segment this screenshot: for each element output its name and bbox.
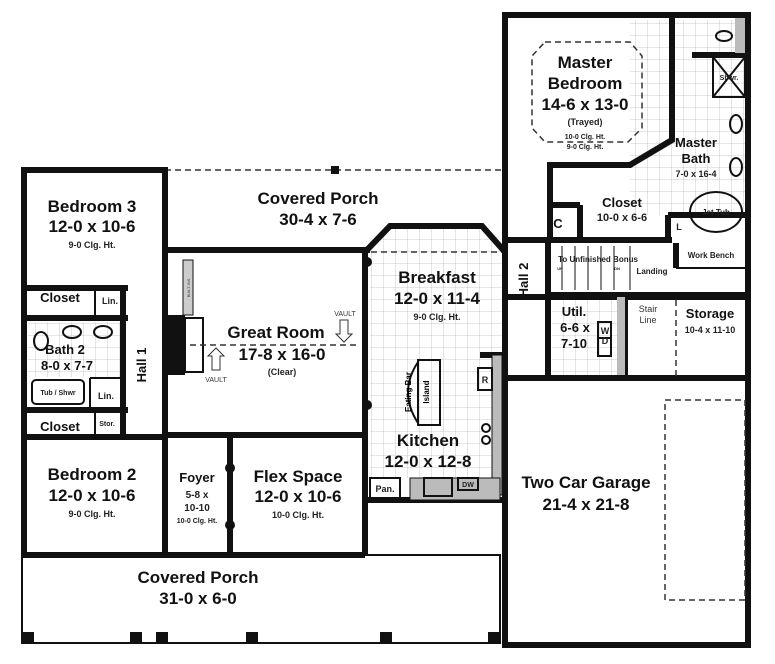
linen-top-label: Lin. xyxy=(102,296,118,306)
foyer-ceiling: 10-0 Clg. Ht. xyxy=(177,518,218,525)
storage-name: Storage xyxy=(686,306,734,321)
master-bedroom-ceiling1: 10-0 Clg. Ht. xyxy=(565,134,606,141)
master-bath-name2: Bath xyxy=(682,151,711,166)
stair-line-label1: Stair xyxy=(639,304,658,314)
garage-size: 21-4 x 21-8 xyxy=(543,495,630,514)
master-bedroom-name2: Bedroom xyxy=(548,74,623,93)
bath-linen-label: L xyxy=(676,222,682,232)
bedroom3-ceiling: 9-0 Clg. Ht. xyxy=(68,240,115,250)
stairs-label: To Unfinished Bonus xyxy=(558,255,638,264)
kitchen-name: Kitchen xyxy=(397,431,459,450)
bath2-linen-label: Lin. xyxy=(98,391,114,401)
flex-name: Flex Space xyxy=(254,467,343,486)
hall2-name: Hall 2 xyxy=(516,263,531,298)
bedroom2-ceiling: 9-0 Clg. Ht. xyxy=(68,509,115,519)
porch-posts xyxy=(22,632,500,644)
bedroom3-size: 12-0 x 10-6 xyxy=(49,217,136,236)
shower-label: Shwr. xyxy=(720,75,739,82)
garage-name: Two Car Garage xyxy=(521,473,650,492)
breakfast-name: Breakfast xyxy=(398,268,476,287)
utility-size1: 6-6 x xyxy=(560,320,590,335)
vault-label-right: VAULT xyxy=(334,311,356,318)
utility-size2: 7-10 xyxy=(561,336,587,351)
bath2-name: Bath 2 xyxy=(45,342,85,357)
vault-arrow-down-icon xyxy=(334,319,354,343)
storage-size: 10-4 x 11-10 xyxy=(685,325,736,335)
pantry-label: Pan. xyxy=(375,484,394,494)
master-bedroom-note: (Trayed) xyxy=(567,117,602,127)
master-closet-size: 10-0 x 6-6 xyxy=(597,212,647,224)
foyer-size1: 5-8 x xyxy=(186,490,209,501)
work-bench-label: Work Bench xyxy=(688,251,735,260)
master-bedroom-name: Master xyxy=(558,53,613,72)
master-closet-name: Closet xyxy=(602,195,642,210)
master-bath-name: Master xyxy=(675,135,717,150)
flex-size: 12-0 x 10-6 xyxy=(255,487,342,506)
great-room-size: 17-8 x 16-0 xyxy=(239,345,326,364)
utility-name: Util. xyxy=(562,304,587,319)
vault-label-left: VAULT xyxy=(205,377,227,384)
bedroom2-size: 12-0 x 10-6 xyxy=(49,486,136,505)
front-porch-name: Covered Porch xyxy=(138,568,259,587)
dryer-label: D xyxy=(602,336,609,346)
vault-arrow-up-icon xyxy=(206,347,226,371)
rear-porch-name: Covered Porch xyxy=(258,189,379,208)
closet-top-name: Closet xyxy=(40,290,80,305)
dishwasher-label: DW xyxy=(462,482,474,489)
flex-ceiling: 10-0 Clg. Ht. xyxy=(272,510,324,520)
front-porch-outline xyxy=(21,554,501,644)
breakfast-size: 12-0 x 11-4 xyxy=(394,289,481,308)
breakfast-kitchen-tile xyxy=(370,252,502,478)
closet-bottom-name: Closet xyxy=(40,419,80,434)
coat-closet-label: C xyxy=(553,216,563,231)
foyer-name: Foyer xyxy=(179,470,214,485)
jet-tub-label: Jet Tub xyxy=(702,208,730,217)
stairs-down-label: DN xyxy=(614,266,620,271)
bath2-size: 8-0 x 7-7 xyxy=(41,358,93,373)
foyer-size2: 10-10 xyxy=(184,503,210,514)
bedroom2-name: Bedroom 2 xyxy=(48,465,137,484)
fridge-label: R xyxy=(482,375,489,385)
bay-tile xyxy=(370,228,502,252)
kitchen-size: 12-0 x 12-8 xyxy=(385,452,472,471)
master-bedroom-size: 14-6 x 13-0 xyxy=(542,95,629,114)
washer-label: W xyxy=(601,326,610,336)
storage-small-label: Stor. xyxy=(99,421,115,428)
built-ins-label: BUILT-INS xyxy=(186,278,191,297)
porch-post xyxy=(331,166,339,174)
front-porch-size: 31-0 x 6-0 xyxy=(159,589,237,608)
rear-porch-size: 30-4 x 7-6 xyxy=(279,210,357,229)
stairs-up-label: UP xyxy=(557,266,563,271)
breakfast-ceiling: 9-0 Clg. Ht. xyxy=(413,312,460,322)
great-room-name: Great Room xyxy=(227,323,324,342)
master-bath-size: 7-0 x 16-4 xyxy=(675,169,716,179)
master-bath-tile xyxy=(630,20,745,215)
bedroom3-name: Bedroom 3 xyxy=(48,197,137,216)
stair-line-label2: Line xyxy=(639,315,656,325)
master-bedroom-ceiling2: 9-0 Clg. Ht. xyxy=(567,144,604,151)
hall1-name: Hall 1 xyxy=(134,348,149,383)
great-room-note: (Clear) xyxy=(268,367,297,377)
eating-bar-label: Eating Bar xyxy=(404,372,413,412)
landing-label: Landing xyxy=(636,267,667,276)
island-label: Island xyxy=(422,380,431,403)
fireplace xyxy=(165,315,185,375)
bath2-tub-label: Tub / Shwr xyxy=(40,390,76,397)
